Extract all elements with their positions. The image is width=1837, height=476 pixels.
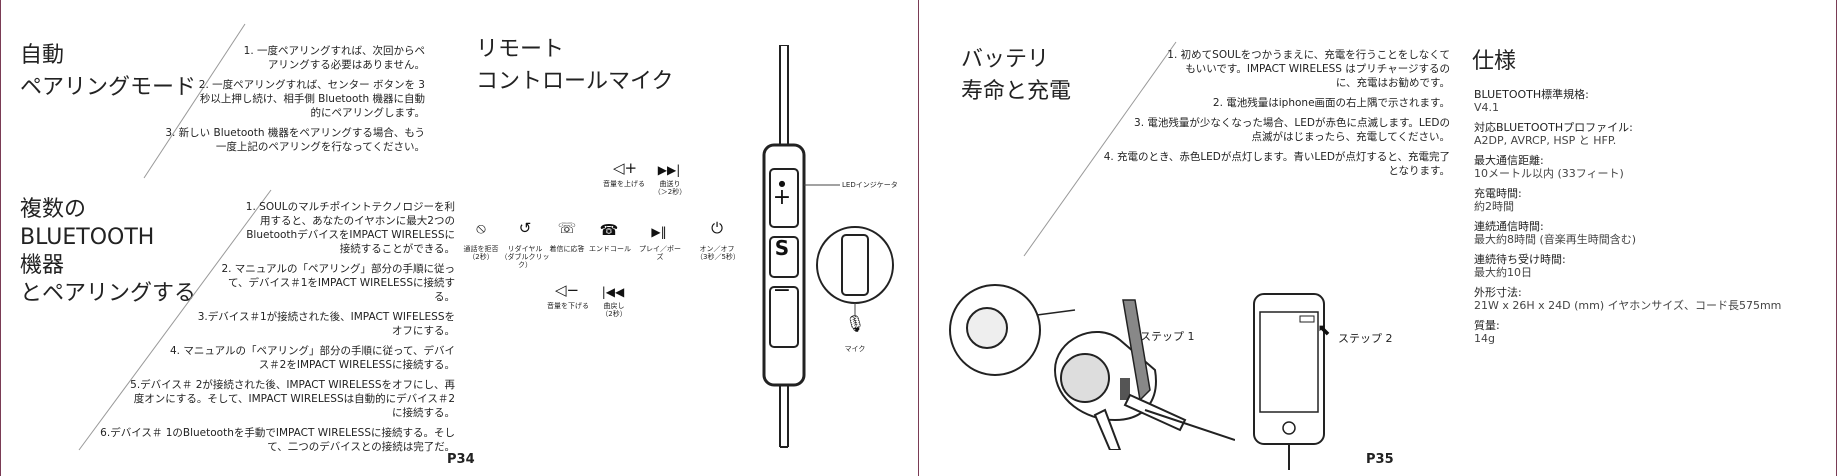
arrow-icon: ⬉	[1317, 320, 1331, 339]
microphone-icon: 🎙	[844, 314, 866, 333]
spec-value: 14g	[1474, 332, 1495, 345]
led-indicator-dot: ●	[778, 179, 786, 188]
spec-label: 最大通信距離:	[1474, 154, 1544, 167]
redial-icon: ↺	[518, 219, 532, 237]
spec-item: 質量:14g	[1474, 319, 1834, 345]
battery-diagonal-line	[1023, 41, 1177, 257]
play-pause-icon: ▶‖	[651, 225, 667, 239]
volume-down-icon: ◁−	[554, 281, 580, 299]
power-label: オン／オフ （3秒／5秒）	[696, 245, 740, 261]
power-icon: ⏻	[711, 219, 723, 237]
redial-label: リダイヤル （ダブルクリック）	[500, 245, 550, 269]
spec-item: 外形寸法:21W x 26H x 24D (mm) イヤホンサイズ、コード長57…	[1474, 286, 1834, 312]
led-indicator-label: LEDインジケータ	[842, 181, 898, 189]
pairing-steps: 1. 一度ペアリングすれば、次回からペアリングする必要はありません。 2. 一度…	[140, 44, 425, 154]
multi-step-2: 2. マニュアルの「ペアリング」部分の手順に従って、デバイス＃1をIMPACT …	[221, 263, 455, 303]
volume-up-label: 音量を上げる	[603, 180, 645, 188]
multi-step-1: 1. SOULのマルチポイントテクノロジーを利用すると、あなたのイヤホンに最大2…	[245, 201, 455, 255]
battery-step-2: 2. 電池残量はiphone画面の右上隅で示されます。	[1212, 97, 1450, 109]
plus-icon[interactable]: +	[772, 185, 792, 210]
multi-step-3: 3.デバイス＃1が接続された後、IMPACT WIFELESSをオフにする。	[197, 311, 455, 337]
spec-value: 約2時間	[1474, 200, 1514, 213]
phone-illustration	[1253, 293, 1325, 470]
spec-title: 仕様	[1472, 49, 1517, 74]
rewind-icon: |◀◀	[601, 285, 625, 299]
pairing-step-1: 1. 一度ペアリングすれば、次回からペアリングする必要はありません。	[243, 45, 425, 71]
spec-label: 連続待ち受け時間:	[1474, 253, 1566, 266]
battery-step-3: 3. 電池残量が少なくなった場合、LEDが赤色に点滅します。LEDの点滅がはじま…	[1134, 117, 1450, 143]
spec-value: V4.1	[1474, 101, 1500, 114]
mic-label: マイク	[844, 345, 866, 353]
spec-value: 最大約8時間 (音楽再生時間含む)	[1474, 233, 1637, 246]
volume-up-icon: ◁+	[612, 159, 638, 177]
multi-diagonal-line	[78, 189, 272, 451]
battery-steps: 1. 初めてSOULをつかうまえに、充電を行うことをしなくてもいいです。IMPA…	[1090, 48, 1450, 178]
remote-title: リモート コントロールマイク	[476, 37, 674, 94]
left-page-border	[0, 0, 1, 476]
multi-step-4: 4. マニュアルの「ペアリング」部分の手順に従って、デバイス＃2をIMPACT …	[170, 345, 455, 371]
answer-call-label: 着信に応答	[549, 245, 585, 253]
battery-step-1: 1. 初めてSOULをつかうまえに、充電を行うことをしなくてもいいです。IMPA…	[1167, 49, 1450, 89]
skip-forward-icon: ▶▶|	[657, 163, 681, 177]
spec-list: BLUETOOTH標準規格:V4.1 対応BLUETOOTHプロファイル:A2D…	[1474, 88, 1834, 352]
spec-item: 連続通信時間:最大約8時間 (音楽再生時間含む)	[1474, 220, 1834, 246]
answer-call-icon: ☏	[557, 219, 577, 237]
spec-item: 充電時間:約2時間	[1474, 187, 1834, 213]
spec-label: 連続通信時間:	[1474, 220, 1544, 233]
left-page-number: P34	[447, 452, 475, 467]
pairing-step-2: 2. 一度ペアリングすれば、センター ボタンを 3 秒以上押し続け、相手側 Bl…	[198, 79, 425, 119]
spec-value: 最大約10日	[1474, 266, 1532, 279]
play-pause-label: プレイ／ポーズ	[639, 245, 681, 261]
spec-label: 対応BLUETOOTHプロファイル:	[1474, 121, 1633, 134]
end-call-icon: ☎	[599, 221, 619, 239]
minus-icon[interactable]: −	[772, 278, 792, 303]
pairing-title: 自動 ペアリングモード	[20, 43, 197, 100]
right-page-number: P35	[1366, 452, 1394, 467]
multi-pairing-steps: 1. SOULのマルチポイントテクノロジーを利用すると、あなたのイヤホンに最大2…	[90, 200, 455, 454]
spec-value: A2DP, AVRCP, HSP と HFP.	[1474, 134, 1617, 147]
spec-value: 10メートル以内 (33フィート)	[1474, 167, 1624, 180]
spec-item: BLUETOOTH標準規格:V4.1	[1474, 88, 1834, 114]
spec-label: 充電時間:	[1474, 187, 1522, 200]
reject-call-icon: ⦸	[476, 219, 486, 237]
spec-item: 対応BLUETOOTHプロファイル:A2DP, AVRCP, HSP と HFP…	[1474, 121, 1834, 147]
step-1-label: ステップ 1	[1140, 330, 1195, 343]
battery-step-4: 4. 充電のとき、赤色LEDが点灯します。青いLEDが点灯すると、充電完了となり…	[1103, 151, 1450, 177]
volume-down-label: 音量を下げる	[547, 302, 589, 310]
earbud-charging-illustration	[949, 284, 1235, 450]
spec-label: 外形寸法:	[1474, 286, 1522, 299]
spec-value: 21W x 26H x 24D (mm) イヤホンサイズ、コード長575mm	[1474, 299, 1782, 312]
pairing-diagonal-line	[143, 23, 246, 179]
spec-item: 連続待ち受け時間:最大約10日	[1474, 253, 1834, 279]
remote-control-diagram	[762, 45, 894, 448]
end-call-label: エンドコール	[589, 245, 631, 253]
rewind-label: 曲戻し （2秒）	[601, 302, 627, 318]
battery-title: バッテリ 寿命と充電	[961, 47, 1072, 104]
pairing-step-3: 3. 新しい Bluetooth 機器をペアリングする場合、もう一度上記のペアリ…	[165, 127, 425, 153]
page-divider	[918, 0, 919, 476]
reject-call-label: 通話を拒否 （2秒）	[463, 245, 499, 261]
multi-step-5: 5.デバイス＃ 2が接続された後、IMPACT WIRELESSをオフにし、再度…	[130, 379, 455, 419]
spec-label: 質量:	[1474, 319, 1500, 332]
step-2-label: ステップ 2	[1338, 332, 1393, 345]
spec-label: BLUETOOTH標準規格:	[1474, 88, 1589, 101]
multi-pairing-title: 複数の BLUETOOTH 機器 とペアリングする	[20, 197, 197, 306]
spec-item: 最大通信距離:10メートル以内 (33フィート)	[1474, 154, 1834, 180]
skip-forward-label: 曲送り （＞2秒）	[653, 180, 687, 196]
soul-logo-icon[interactable]: S	[774, 236, 790, 260]
multi-step-6: 6.デバイス＃ 1のBluetoothを手動でIMPACT WIRELESSに接…	[100, 427, 455, 453]
